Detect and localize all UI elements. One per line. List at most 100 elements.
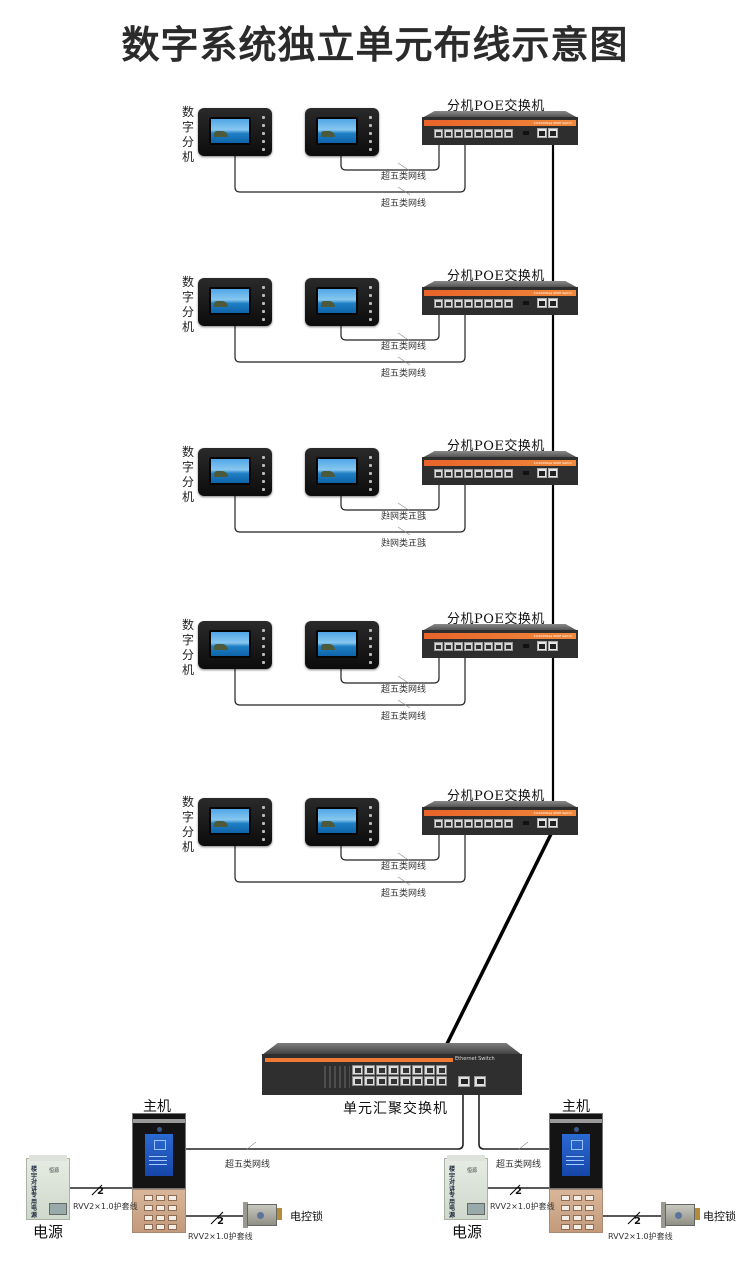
lock-cylinder-icon: [257, 1212, 264, 1219]
poe-port: [444, 129, 453, 138]
floor-row: 数字分机 分机POE交换机 10/100Mbps SPOE Switch 超五类…: [0, 265, 750, 437]
indoor-monitor: [305, 448, 379, 496]
cable-slash: [627, 1211, 641, 1225]
power-supply: 楼宇对讲专用电源 恒源: [26, 1155, 70, 1220]
lock-label: 电控锁: [290, 1210, 323, 1223]
switch-port: [424, 1076, 435, 1086]
aggregation-switch-label: 单元汇聚交换机: [343, 1101, 448, 1117]
poe-port: [454, 642, 463, 651]
switch-brand: 10/100Mbps SPOE Switch: [424, 633, 576, 639]
cable-tick: [397, 526, 411, 536]
switch-port: [352, 1065, 363, 1075]
monitor-buttons: [369, 456, 373, 496]
indoor-monitor: [198, 448, 272, 496]
door-station: [549, 1113, 603, 1233]
cable-label: 超五类网线: [381, 369, 427, 379]
ethernet-cable: [234, 315, 466, 363]
monitor-screen: [316, 287, 358, 315]
power-supply-label: 电源: [452, 1223, 483, 1241]
poe-port: [494, 129, 503, 138]
poe-port: [444, 819, 453, 828]
cable-label: 超五类网线: [381, 512, 427, 522]
lock-cable-count: 2: [634, 1216, 641, 1227]
cable-label: 超五类网线: [381, 199, 427, 209]
switch-lid: [262, 1043, 522, 1055]
cable-tick: [397, 186, 411, 196]
poe-port: [434, 129, 443, 138]
cable-tick: [245, 1141, 257, 1151]
poe-port: [454, 469, 463, 478]
door-station-screen: [145, 1134, 173, 1176]
indoor-monitor-label: 数字分机: [181, 618, 194, 677]
power-cable-spec: RVV2×1.0护套线: [490, 1202, 555, 1211]
nameplate: [49, 1203, 67, 1215]
cable-tick: [517, 1141, 529, 1151]
poe-port: [474, 642, 483, 651]
camera-icon: [574, 1127, 579, 1132]
switch-brand: Ethernet Switch: [455, 1056, 495, 1062]
power-supply-label: 电源: [33, 1223, 64, 1241]
monitor-buttons: [369, 116, 373, 156]
switch-port: [388, 1065, 399, 1075]
switch-brand: 10/100Mbps SPOE Switch: [424, 810, 576, 816]
lock-cylinder-icon: [675, 1212, 682, 1219]
poe-port: [464, 299, 473, 308]
poe-ports: [434, 469, 513, 478]
switch-port: [400, 1065, 411, 1075]
monitor-buttons: [262, 286, 266, 326]
ethernet-cable: [234, 485, 466, 533]
indoor-monitor-label: 数字分机: [181, 445, 194, 504]
poe-port: [494, 299, 503, 308]
network-cable-label: 超五类网线: [225, 1160, 271, 1170]
indoor-monitor: [305, 798, 379, 846]
uplink-ports: [537, 298, 558, 308]
indoor-monitor: [198, 278, 272, 326]
indoor-monitor-label: 数字分机: [181, 275, 194, 334]
monitor-buttons: [262, 456, 266, 496]
poe-port: [504, 819, 513, 828]
cable-tick: [397, 162, 411, 172]
camera-icon: [157, 1127, 162, 1132]
poe-port: [434, 469, 443, 478]
switch-brand: 10/100Mbps SPOE Switch: [424, 290, 576, 296]
switch-port: [364, 1065, 375, 1075]
cable-label: 超五类网线: [381, 889, 427, 899]
trunk-cable: [434, 829, 555, 1067]
power-supply-logo: 恒源: [467, 1168, 478, 1174]
monitor-screen: [209, 807, 251, 835]
indoor-monitor: [305, 621, 379, 669]
poe-port: [474, 299, 483, 308]
cable-tick: [397, 502, 411, 512]
diagram-title: 数字系统独立单元布线示意图: [121, 23, 629, 67]
cable-label: 超五类网线: [381, 539, 427, 549]
cable-tick: [397, 852, 411, 862]
door-station-label: 主机: [562, 1099, 590, 1115]
poe-port: [474, 469, 483, 478]
door-station-panel: [132, 1113, 186, 1189]
power-supply-logo: 恒源: [49, 1168, 60, 1174]
door-station: [132, 1113, 186, 1233]
poe-switch: 10/100Mbps SPOE Switch: [422, 111, 578, 145]
switch-body: Ethernet Switch: [262, 1054, 522, 1095]
monitor-screen: [209, 287, 251, 315]
monitor-buttons: [369, 286, 373, 326]
network-cable-label: 超五类网线: [496, 1160, 542, 1170]
ethernet-cable: [234, 835, 466, 883]
monitor-screen: [316, 117, 358, 145]
poe-port: [484, 129, 493, 138]
indoor-monitor: [198, 621, 272, 669]
cable-tick: [397, 332, 411, 342]
monitor-buttons: [262, 116, 266, 156]
indoor-monitor-label: 数字分机: [181, 105, 194, 164]
cable-label: 超五类网线: [381, 172, 427, 182]
power-cable-count: 2: [515, 1186, 522, 1197]
poe-ports: [434, 819, 513, 828]
door-station-screen: [562, 1134, 590, 1176]
status-leds: [324, 1066, 350, 1088]
poe-port: [494, 469, 503, 478]
power-supply-panel-text: 楼宇对讲专用电源: [449, 1166, 456, 1219]
switch-port: [376, 1065, 387, 1075]
poe-port: [454, 129, 463, 138]
ethernet-cable: [340, 658, 440, 684]
